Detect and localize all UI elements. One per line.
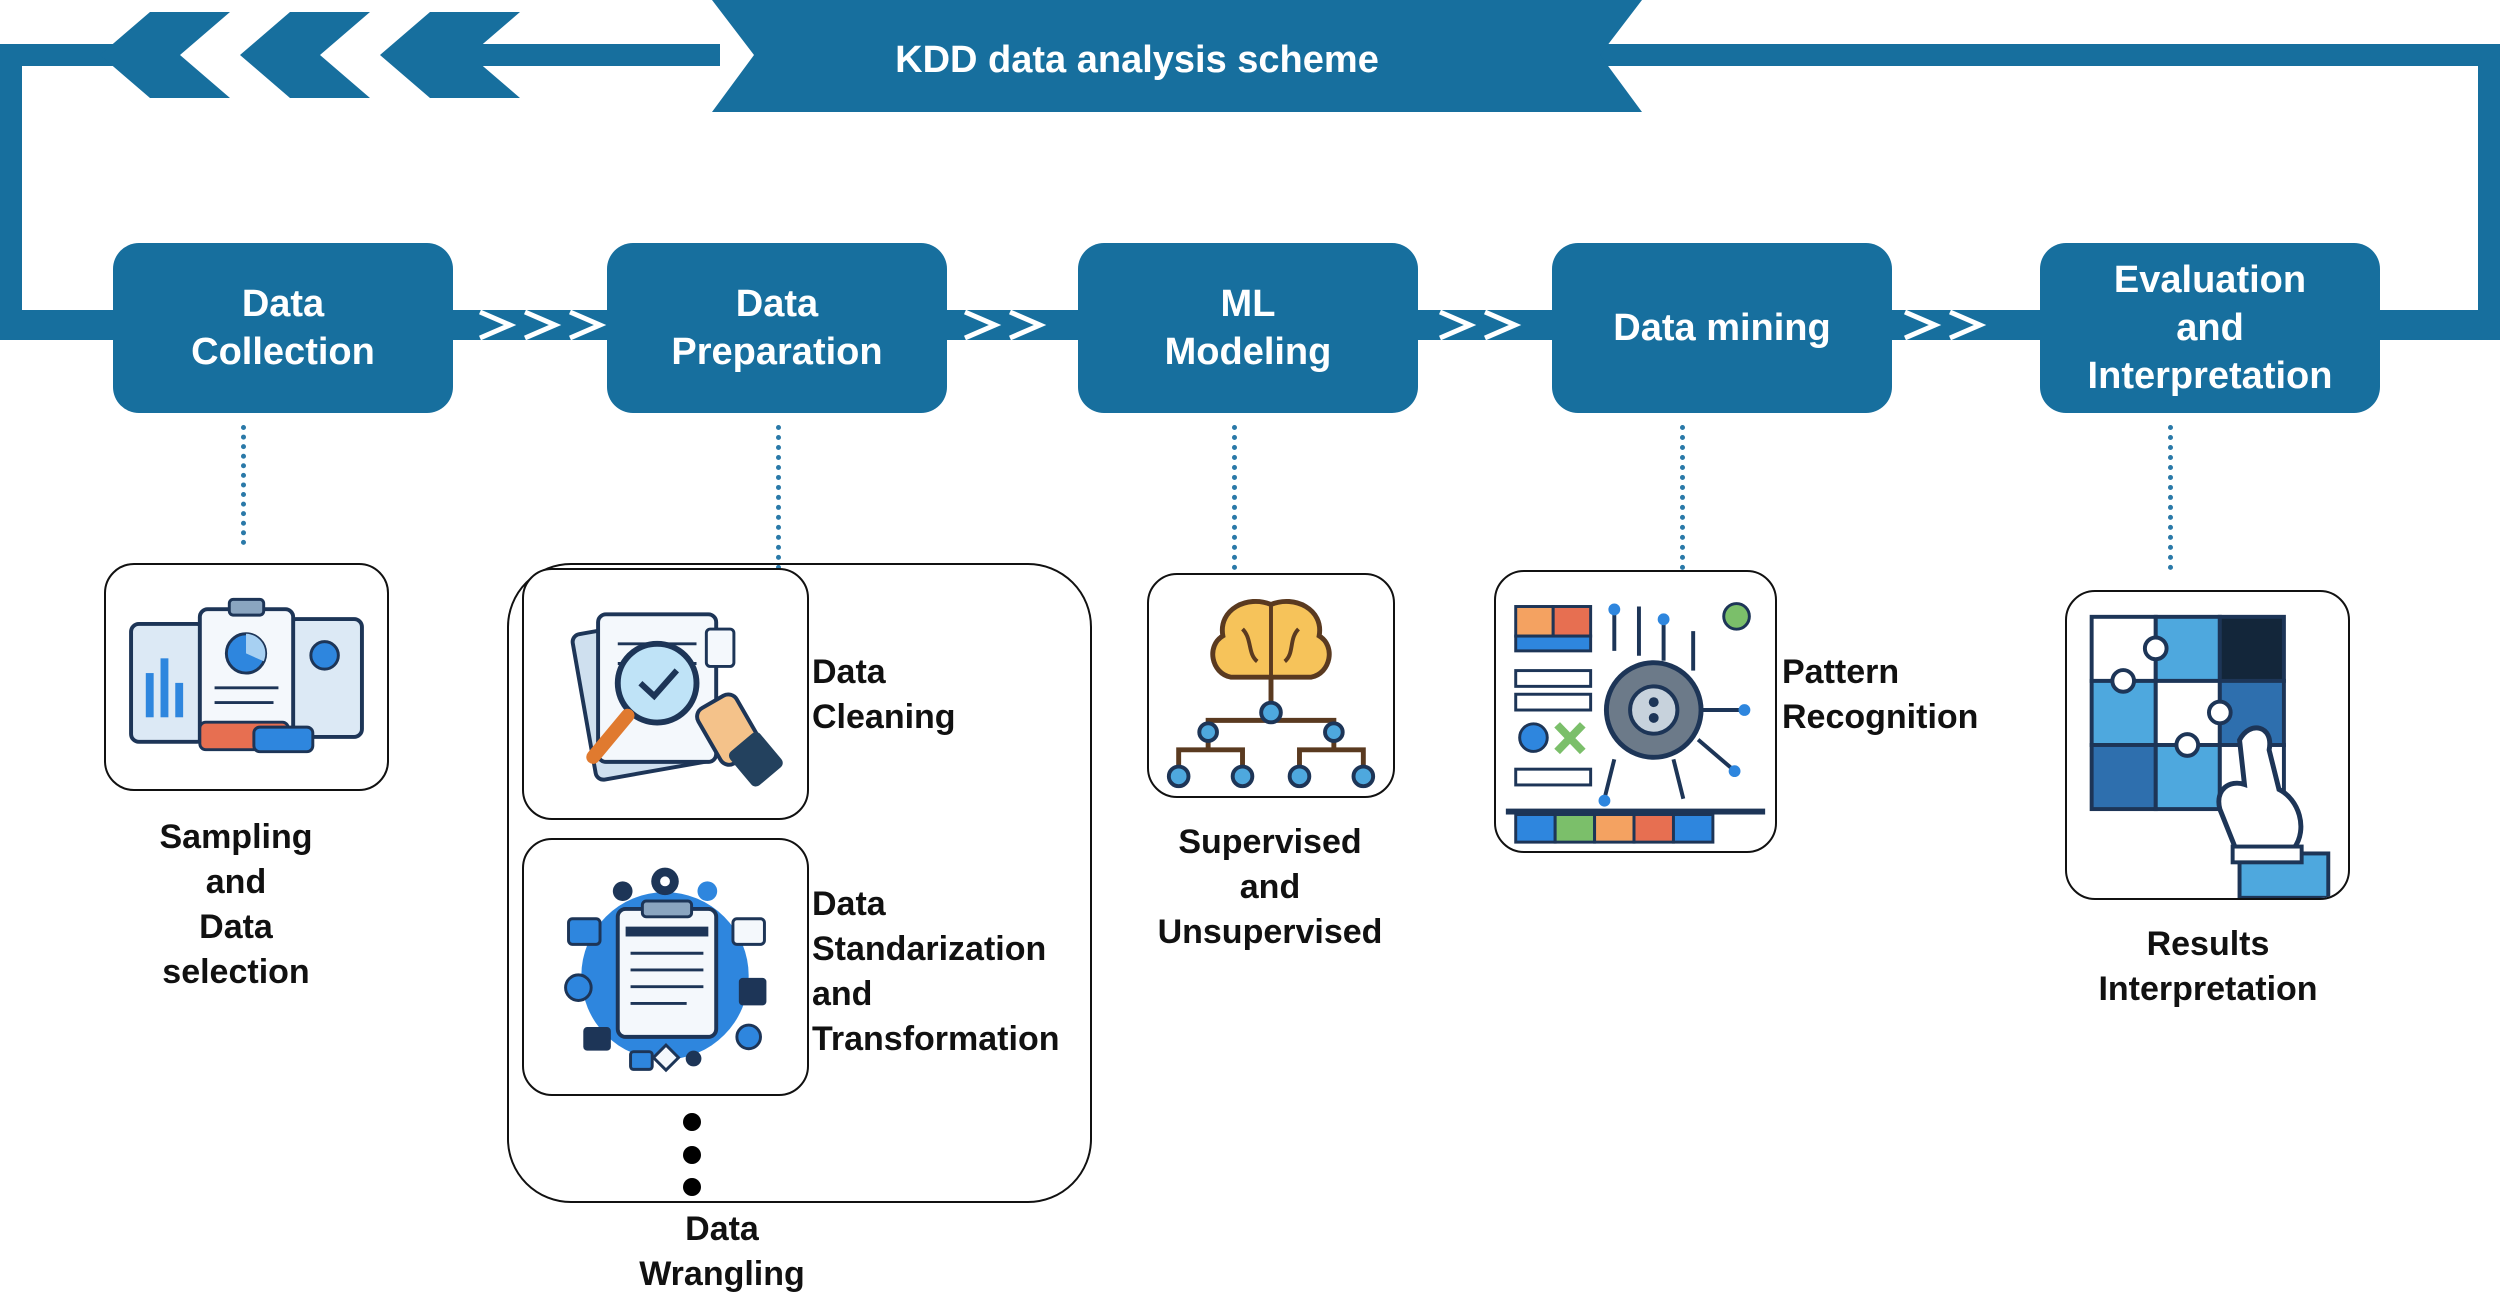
caption-line: Data [685, 1210, 759, 1248]
loop-right-bar [2478, 44, 2500, 340]
label-line: Standarization [812, 930, 1047, 968]
stage-label: Data mining [1613, 307, 1831, 349]
sampling-icon-frame [104, 563, 389, 791]
brain-tree-icon [1166, 598, 1376, 789]
wrangling-caption: Data Wrangling [572, 1207, 872, 1297]
data-standardization-label: Data Standarization and Transformation [812, 882, 1059, 1062]
stage-ml-modeling: ML Modeling [1078, 243, 1418, 413]
connector-mining [1680, 425, 1685, 570]
results-caption: Results Interpretation [2058, 922, 2358, 1012]
stage-label: Data [735, 283, 819, 325]
stage-label: Interpretation [2087, 355, 2333, 397]
title-banner [712, 0, 1642, 112]
chevron-left-icon [380, 12, 520, 98]
data-wrangling-group [507, 563, 1092, 1203]
ellipsis-dot [683, 1178, 701, 1196]
chevron-right-icon [1949, 309, 1987, 341]
caption-line: Interpretation [2098, 970, 2318, 1008]
stage-data-mining: Data mining [1552, 243, 1892, 413]
magnifier-documents-icon [570, 612, 783, 787]
standardization-document-icon [564, 867, 767, 1073]
stage-label: ML [1220, 283, 1276, 325]
diagram-title: KDD data analysis scheme [895, 39, 1379, 81]
chevron-left-icon [100, 12, 230, 98]
ellipsis-dot [683, 1113, 701, 1131]
label-line: Recognition [1782, 698, 1979, 736]
stage-label: Preparation [671, 331, 883, 373]
stage-label: Collection [191, 331, 375, 373]
pattern-recognition-label: Pattern Recognition [1782, 650, 1978, 740]
puzzle-hand-icon [2089, 614, 2331, 898]
label-line: Cleaning [812, 698, 956, 736]
results-icon-frame [2065, 590, 2350, 900]
stage-label: Modeling [1164, 331, 1332, 373]
chevron-right-icon [964, 309, 1002, 341]
stage-label: Data [241, 283, 325, 325]
loop-top-left-bar [0, 44, 120, 66]
chevron-right-icon [524, 309, 562, 341]
ellipsis-dot [683, 1146, 701, 1164]
caption-line: Sampling [159, 818, 313, 856]
pattern-icon-frame [1494, 570, 1777, 853]
gear-circuit-puzzle-icon [1505, 602, 1766, 844]
label-line: Pattern [1782, 653, 1900, 691]
chevron-right-icon [1439, 309, 1477, 341]
caption-line: Supervised [1178, 823, 1362, 861]
label-line: Transformation [812, 1020, 1060, 1058]
connector-ml [1232, 425, 1237, 570]
caption-line: Unsupervised [1157, 913, 1383, 951]
caption-line: Results [2146, 925, 2270, 963]
chevron-right-icon [569, 309, 607, 341]
caption-line: and [205, 863, 267, 901]
connector-preparation [776, 425, 781, 570]
chevron-right-icon [1009, 309, 1047, 341]
chevron-right-icon [1484, 309, 1522, 341]
stage-label: and [2176, 307, 2244, 349]
caption-line: Data [199, 908, 273, 946]
supervised-icon-frame [1147, 573, 1395, 798]
label-line: Data [812, 885, 886, 923]
stage-label: Evaluation [2113, 259, 2307, 301]
caption-line: and [1239, 868, 1301, 906]
clipboard-reports-icon [129, 597, 364, 754]
connector-evaluation [2168, 425, 2173, 570]
loop-left-bar [0, 44, 22, 340]
chevron-left-icon [240, 12, 370, 98]
label-line: and [812, 975, 873, 1013]
cleaning-icon-frame [522, 568, 809, 820]
connector-collection [241, 425, 246, 545]
chevron-right-icon [479, 309, 517, 341]
data-cleaning-label: Data Cleaning [812, 650, 956, 740]
loop-top-bar [1570, 44, 2500, 66]
caption-line: Wrangling [639, 1255, 805, 1293]
caption-line: selection [162, 953, 310, 991]
sampling-caption: Sampling and Data selection [86, 815, 386, 995]
chevron-right-icon [1904, 309, 1942, 341]
standardization-icon-frame [522, 838, 809, 1096]
supervised-caption: Supervised and Unsupervised [1120, 820, 1420, 955]
label-line: Data [812, 653, 886, 691]
